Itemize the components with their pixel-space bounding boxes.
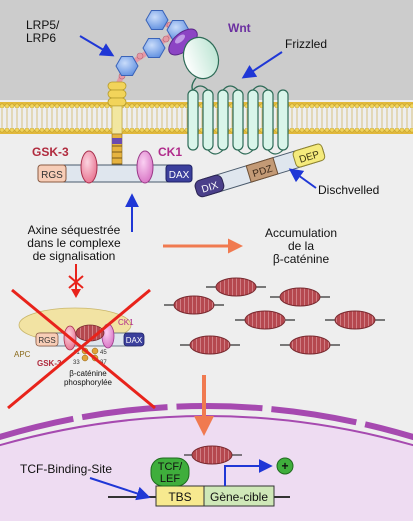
rgs-small-label: RGS: [38, 336, 55, 345]
arrow-to-frizzled: [241, 51, 283, 79]
destruction-complex: RGS DAX CK1 APC GSK-3 41 33 45 37 β-caté…: [14, 307, 145, 387]
axine-caption: Axine séquestrée dans le complexe de sig…: [27, 223, 121, 263]
ck1-small-label: CK1: [118, 318, 134, 327]
arrow-to-dishevelled: [288, 168, 317, 189]
rgs-domain-small: [35, 332, 59, 347]
beta-catenin-pool: [164, 277, 385, 355]
beta-catenin-molecule: [235, 310, 295, 330]
nucleus: [0, 416, 413, 521]
dishevelled-label: Dischvelled: [318, 183, 379, 197]
lrp5-label: LRP5/: [26, 18, 60, 32]
activation-plus-icon: [276, 457, 294, 475]
arrow-to-lrp: [79, 35, 115, 57]
dix-domain: [194, 174, 225, 198]
site-45: 45: [100, 350, 107, 356]
gsk3-protein: [80, 150, 98, 184]
dishevelled: DIX PDZ DEP: [194, 143, 326, 198]
tcf-line2: LEF: [160, 473, 180, 485]
frizzled-label: Frizzled: [285, 37, 327, 51]
gene-box: [203, 485, 275, 507]
lrp-hexagons: [115, 10, 190, 76]
beta-catenin-molecule: [270, 287, 330, 307]
arrow-to-tbs: [89, 477, 151, 501]
plus-label: +: [281, 459, 288, 473]
lrp-receptor: [107, 10, 190, 179]
tcf-line1: TCF/: [158, 461, 183, 473]
transcription-arrow: [224, 459, 273, 486]
tcf-lef-factor: [150, 457, 190, 487]
dix-label: DIX: [200, 180, 219, 195]
beta-catenin-molecule: [164, 295, 224, 315]
gene-label: Gène-cible: [210, 490, 268, 504]
apc-label: APC: [14, 350, 31, 359]
beta-catenin-nuclear: [191, 445, 233, 465]
accumulation-caption: Accumulation de la β-caténine: [265, 226, 337, 266]
axine-line1: Axine séquestrée: [28, 223, 121, 237]
beta-catenin-molecule: [280, 335, 340, 355]
ck1-protein: [136, 150, 154, 184]
axin-complex: RGS DAX GSK-3 CK1: [32, 145, 193, 184]
gsk3-label: GSK-3: [32, 145, 69, 159]
beta-catenin-molecule: [206, 277, 266, 297]
dep-domain: [292, 143, 326, 168]
site-37: 37: [100, 360, 107, 366]
accum-line2: de la: [288, 239, 314, 253]
site-41: 41: [73, 350, 80, 356]
frizzled-receptor: [182, 36, 289, 155]
beta-catenin-molecule: [325, 310, 385, 330]
gsk3-small-label: GSK-3: [37, 359, 62, 368]
nuclear-transcription: TBS Gène-cible TCF/ LEF + TCF-Binding-Si…: [20, 445, 294, 507]
tbs-label: TBS: [168, 490, 191, 504]
lrp6-label: LRP6: [26, 31, 56, 45]
dax-domain: [165, 164, 193, 183]
phospho-line1: β-caténine: [69, 369, 107, 378]
tcf-site-label: TCF-Binding-Site: [20, 462, 112, 476]
axine-line2: dans le complexe: [27, 236, 121, 250]
frizzled-helices: [187, 89, 289, 151]
phospho-line2: phosphorylée: [64, 378, 113, 387]
accum-line3: β-caténine: [273, 252, 330, 266]
accum-line1: Accumulation: [265, 226, 337, 240]
ck1-label: CK1: [158, 145, 182, 159]
rgs-label: RGS: [41, 170, 63, 181]
rgs-domain: [37, 164, 67, 183]
axine-line3: de signalisation: [33, 249, 116, 263]
blue-arrows: [79, 35, 317, 232]
wnt-label: Wnt: [228, 21, 251, 35]
dax-domain-small: [123, 332, 145, 347]
dax-label: DAX: [169, 170, 190, 181]
pdz-domain: [245, 157, 279, 183]
dax-small-label: DAX: [126, 336, 143, 345]
beta-catenin-molecule: [180, 335, 240, 355]
inhibition-cross: [7, 264, 156, 410]
site-33: 33: [73, 360, 80, 366]
